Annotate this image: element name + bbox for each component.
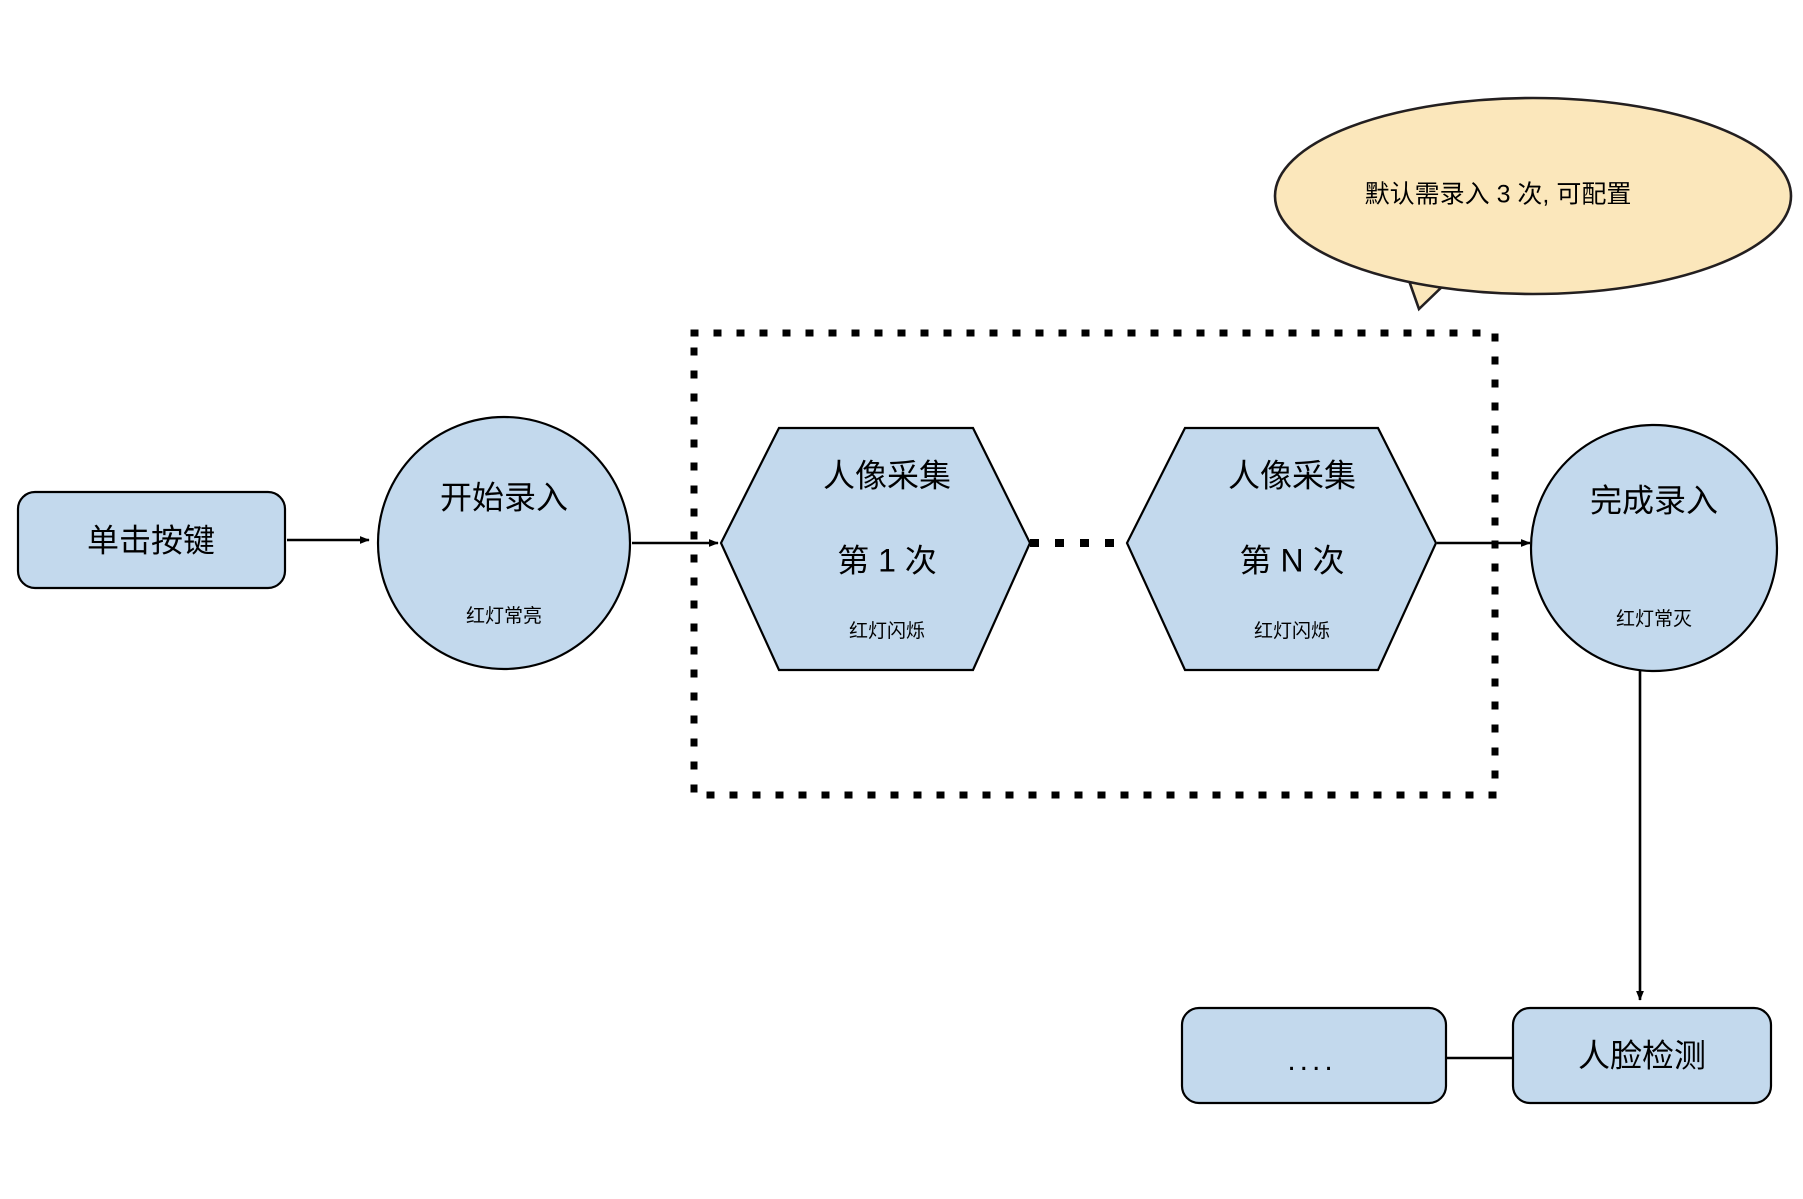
node-more-steps[interactable] [1180, 1006, 1448, 1105]
node-capture-nth-label-line2: 第 N 次 [1240, 542, 1345, 578]
node-capture-first-label-line1: 人像采集 [823, 457, 951, 493]
node-capture-nth-label-line1: 人像采集 [1228, 457, 1356, 493]
node-finish-enroll-sublabel: 红灯常灭 [1616, 608, 1692, 630]
node-capture-nth-sublabel: 红灯闪烁 [1254, 620, 1330, 642]
node-capture-nth[interactable] [1125, 426, 1438, 672]
node-capture-first[interactable] [719, 426, 1032, 672]
callout-bubble[interactable] [1273, 96, 1793, 296]
node-more-steps-label: .... [1287, 1044, 1336, 1077]
node-finish-enroll[interactable] [1529, 423, 1779, 673]
node-start-enroll-sublabel: 红灯常亮 [466, 605, 542, 627]
loop-group-box [690, 329, 1499, 799]
node-face-detect-label: 人脸检测 [1578, 1037, 1706, 1073]
node-face-detect[interactable] [1511, 1006, 1773, 1105]
node-start-enroll[interactable] [376, 415, 632, 671]
callout-text: 默认需录入 3 次, 可配置 [1365, 181, 1632, 209]
node-start-enroll-label: 开始录入 [440, 479, 568, 515]
node-click-key[interactable] [16, 490, 287, 590]
node-finish-enroll-label: 完成录入 [1590, 482, 1718, 518]
node-capture-first-label-line2: 第 1 次 [837, 542, 937, 578]
node-capture-first-sublabel: 红灯闪烁 [849, 620, 925, 642]
node-click-key-label: 单击按键 [87, 522, 215, 558]
